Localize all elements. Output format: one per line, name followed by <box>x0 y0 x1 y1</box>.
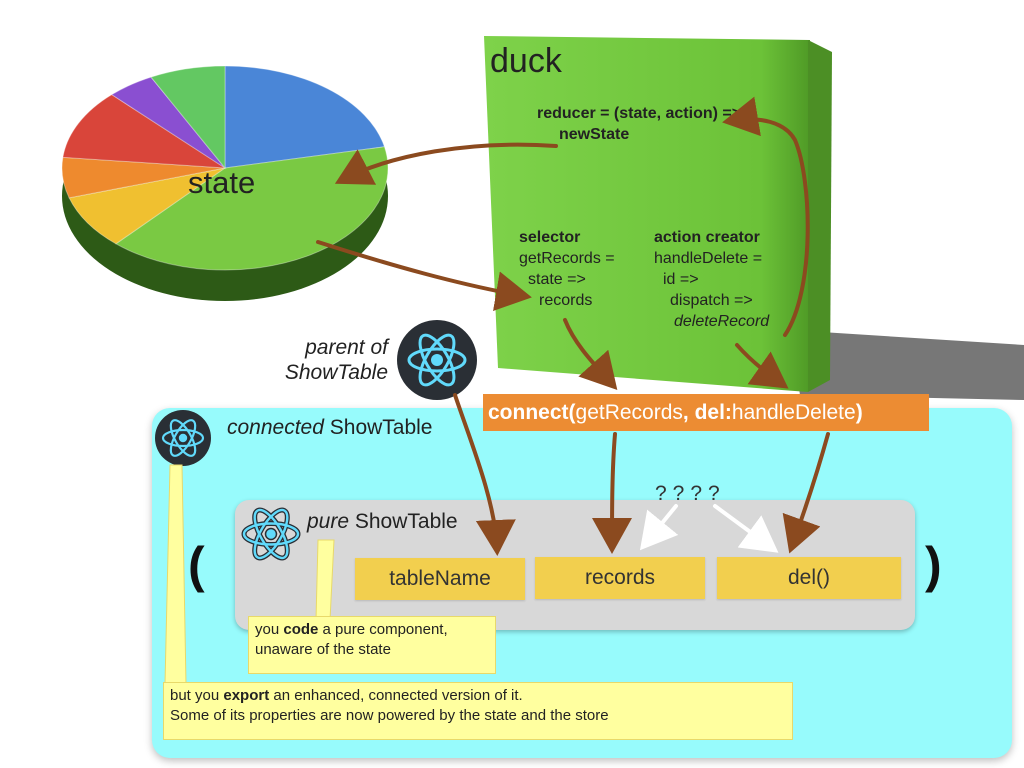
arrow-question-to-records <box>639 504 679 551</box>
connected-react-icon <box>155 410 211 466</box>
connect-call: connect(getRecords, del: handleDelete) <box>483 394 929 431</box>
connected-name: ShowTable <box>323 416 433 439</box>
note-code-line-2: unaware of the state <box>255 641 391 658</box>
pure-title: pure ShowTable <box>307 510 458 534</box>
action-line-3: dispatch => <box>670 292 753 309</box>
selector-line-3: records <box>539 292 593 309</box>
note-code-bold: code <box>283 621 319 638</box>
action-creator-title: action creator <box>654 229 760 246</box>
selector-line-1: getRecords = <box>519 250 615 267</box>
pie-slice-red <box>62 94 227 169</box>
note-code: you code a pure component, unaware of th… <box>248 616 496 674</box>
connect-sep: , del: <box>682 400 732 424</box>
note-code-pointer <box>315 539 335 621</box>
action-line-2: id => <box>663 271 699 288</box>
pure-react-icon <box>238 504 304 564</box>
pie-slice-purple <box>110 76 226 169</box>
note-export-line-2: Some of its properties are now powered b… <box>170 707 609 724</box>
arrow-parent-to-tablename <box>453 393 516 556</box>
selector-code: selector getRecords = state => records <box>519 227 615 311</box>
connected-prefix: connected <box>227 416 324 439</box>
arrow-action-to-connect <box>735 343 789 389</box>
arrow-connect-to-del <box>782 432 830 554</box>
open-paren: ( <box>188 537 205 593</box>
arrow-reducer-to-state <box>334 142 558 185</box>
reducer-code: reducer = (state, action) => newState <box>537 103 741 145</box>
note-code-pre: you <box>255 621 284 638</box>
question-marks: ???? <box>655 482 726 505</box>
duck-title: duck <box>490 42 562 80</box>
pie-slice-orange <box>61 156 226 199</box>
note-export-pointer <box>164 464 187 685</box>
prop-tablename: tableName <box>355 558 525 600</box>
note-export: but you export an enhanced, connected ve… <box>163 682 793 740</box>
connect-fn: connect( <box>488 400 576 424</box>
parent-label-line-2: ShowTable <box>284 361 388 384</box>
arrow-connect-to-records <box>592 432 633 554</box>
arrow-selector-to-connect <box>563 318 618 390</box>
note-export-bold: export <box>223 687 270 704</box>
close-paren: ) <box>925 537 942 593</box>
note-export-post: an enhanced, connected version of it. <box>269 687 523 704</box>
parent-react-icon <box>397 320 477 400</box>
connected-title: connected ShowTable <box>227 416 433 440</box>
connect-arg2: handleDelete <box>731 400 856 424</box>
arrow-dispatch-to-reducer <box>722 96 810 337</box>
pure-name: ShowTable <box>349 510 458 533</box>
pie-slice-yellow <box>68 167 226 245</box>
connect-close: ) <box>855 400 863 424</box>
arrow-question-to-del <box>713 504 779 553</box>
prop-records: records <box>535 557 705 599</box>
note-code-post: a pure component, <box>318 621 448 638</box>
action-line-1: handleDelete = <box>654 250 763 267</box>
parent-label-line-1: parent of <box>305 336 388 359</box>
state-pie <box>61 65 389 301</box>
reducer-line-1: reducer = (state, action) => <box>537 105 742 122</box>
pie-slice-lightgreen <box>150 65 226 170</box>
arrow-state-to-selector <box>316 240 532 311</box>
action-line-4: deleteRecord <box>674 313 770 330</box>
pie-slice-green <box>114 146 389 271</box>
parent-label: parent of ShowTable <box>276 335 388 385</box>
pure-prefix: pure <box>307 510 350 533</box>
duck-shadow <box>790 330 1024 400</box>
connect-arg1: getRecords <box>575 400 683 424</box>
prop-del: del() <box>717 557 901 599</box>
action-creator-code: action creator handleDelete = id => disp… <box>654 227 769 332</box>
selector-title: selector <box>519 229 581 246</box>
pie-slice-blue <box>224 65 386 169</box>
note-export-pre: but you <box>170 687 224 704</box>
pie-state-label: state <box>188 165 256 200</box>
reducer-line-2: newState <box>559 126 630 143</box>
selector-line-2: state => <box>528 271 586 288</box>
